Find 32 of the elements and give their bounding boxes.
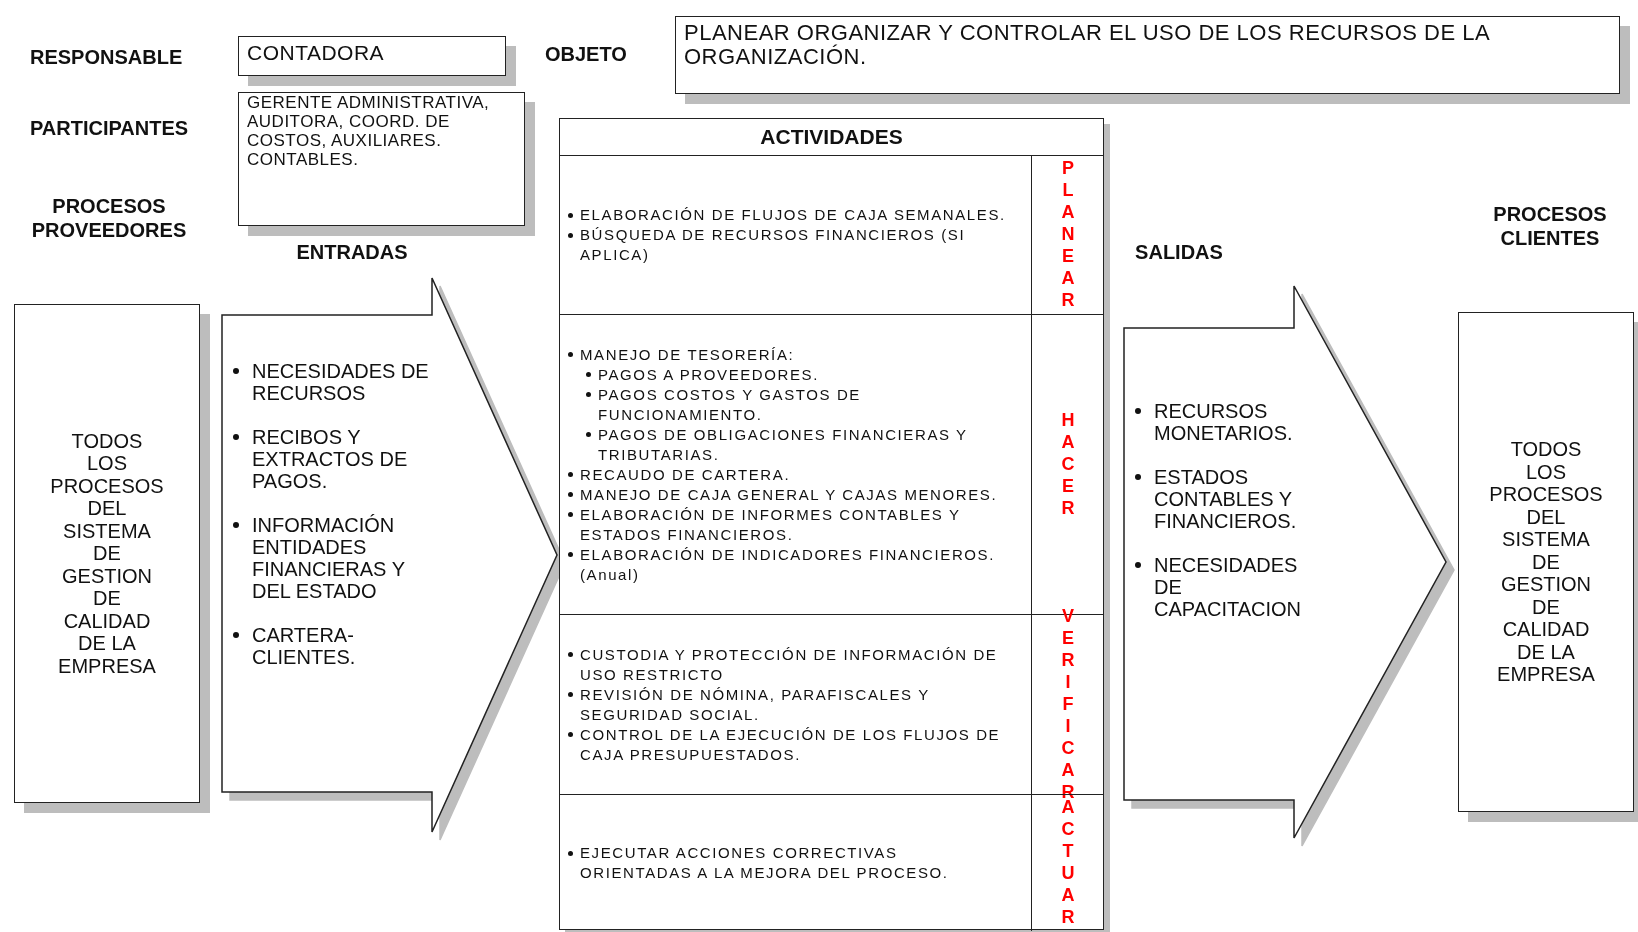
list-item: NECESIDADES DE CAPACITACION — [1154, 554, 1302, 620]
list-item: ELABORACIÓN DE INFORMES CONTABLES Y ESTADOS FINANCIEROS. — [580, 505, 961, 543]
list-item: EJECUTAR ACCIONES CORRECTIVAS ORIENTADAS A LA MEJORA DEL PROCESO. — [580, 844, 949, 881]
list-item: PAGOS COSTOS Y GASTOS DE FUNCIONAMIENTO. — [598, 385, 861, 423]
list-item: NECESIDADES DE RECURSOS — [252, 360, 429, 404]
responsible-label: RESPONSABLE — [30, 45, 184, 69]
list-item: MANEJO DE TESORERÍA: — [580, 345, 795, 363]
table-header: ACTIVIDADES — [759, 124, 904, 150]
list-item: PAGOS DE OBLIGACIONES FINANCIERAS Y TRIBUTARIAS. — [598, 425, 968, 463]
list-item: ELABORACIÓN DE FLUJOS DE CAJA SEMANALES. — [580, 206, 1006, 223]
list-item: MANEJO DE CAJA GENERAL Y CAJAS MENORES. — [580, 485, 998, 503]
inputs-heading: ENTRADAS — [295, 240, 409, 264]
table-row — [560, 155, 1103, 314]
column-heading: PROCESOS PROVEEDORES — [30, 194, 188, 242]
phase-label: PLANEAR — [1057, 158, 1078, 312]
list-item: BÚSQUEDA DE RECURSOS FINANCIEROS (SI APLICA) — [580, 226, 966, 263]
list-item: RECURSOS MONETARIOS. — [1154, 400, 1293, 444]
list-item: REVISIÓN DE NÓMINA, PARAFISCALES Y SEGURIDAD SOCIAL. — [580, 685, 930, 723]
objective-label: OBJETO — [545, 42, 628, 66]
list-item: CONTROL DE LA EJECUCIÓN DE LOS FLUJOS DE CAJA PRESUPUESTADOS. — [580, 725, 1001, 763]
list-item: CUSTODIA Y PROTECCIÓN DE INFORMACIÓN DE USO RESTRICTO — [580, 645, 998, 683]
list-item: INFORMACIÓN ENTIDADES FINANCIERAS Y DEL ESTADO — [252, 514, 405, 602]
list-item: RECIBOS Y EXTRACTOS DE PAGOS. — [252, 426, 408, 492]
list-item: PAGOS A PROVEEDORES. — [598, 365, 819, 383]
list-item: ELABORACIÓN DE INDICADORES FINANCIEROS.(Anual) — [580, 545, 995, 583]
list-item: ESTADOS CONTABLES Y FINANCIEROS. — [1154, 466, 1297, 532]
list-item: CARTERA- CLIENTES. — [252, 624, 356, 668]
list-item: RECAUDO DE CARTERA. — [580, 465, 791, 483]
participants-label: PARTICIPANTES — [30, 116, 190, 140]
column-heading: PROCESOS CLIENTES — [1492, 202, 1608, 250]
outputs-heading: SALIDAS — [1134, 240, 1224, 264]
phase-label: HACER — [1057, 409, 1078, 520]
